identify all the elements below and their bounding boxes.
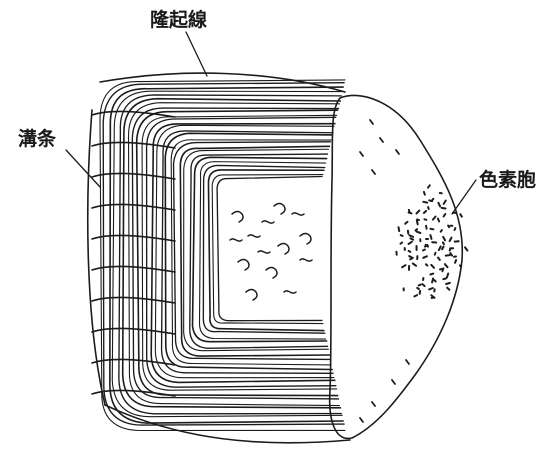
pigment-dot: [443, 242, 444, 244]
pigment-dot: [442, 247, 444, 250]
pigment-dot: [430, 235, 431, 239]
pigment-dot: [410, 238, 413, 239]
pigment-dot: [441, 230, 442, 232]
pigment-dot: [447, 274, 448, 278]
pigment-dot: [417, 220, 419, 221]
pigment-dot: [401, 243, 403, 244]
pigment-dot: [417, 288, 419, 289]
pigment-dot: [442, 268, 443, 271]
pigment-dot: [450, 253, 452, 256]
pigment-dot: [417, 220, 418, 224]
pigment-dot: [455, 228, 456, 230]
pigment-dot: [409, 210, 410, 212]
pigment-dot: [446, 283, 450, 284]
pigment-dot: [430, 229, 433, 230]
groove-label: 溝条: [18, 127, 57, 150]
pigment-dot: [423, 202, 427, 203]
pigment-dot: [416, 229, 418, 230]
pigment-dot: [424, 192, 425, 195]
pigment-dot: [450, 249, 451, 251]
pigment-dot: [448, 226, 449, 228]
pigment-dot: [460, 214, 462, 217]
pigment-dot: [443, 278, 446, 279]
pigment-dot: [460, 265, 461, 267]
pigment-dot: [425, 245, 428, 247]
pigment-dot: [432, 297, 434, 298]
pigment-dot: [428, 207, 429, 209]
pigment-dot: [426, 226, 427, 229]
pigment-dot: [424, 219, 426, 220]
pigment-dot: [409, 251, 411, 252]
pigment-dot: [417, 232, 421, 233]
pigment-dot: [409, 256, 412, 257]
pigment-dot: [401, 235, 403, 236]
pigment-dot: [423, 256, 427, 258]
pigment-dot: [423, 250, 425, 251]
chromatophore-label: 色素胞: [479, 168, 536, 191]
pigment-dot: [414, 295, 417, 296]
pigment-dot: [430, 274, 433, 275]
pigment-dot: [434, 280, 435, 281]
pigment-dot: [429, 288, 433, 289]
pigment-dot: [438, 219, 439, 222]
pigment-dot: [409, 213, 412, 214]
pigment-dot: [399, 227, 400, 231]
pigment-dot: [455, 260, 456, 263]
pigment-dot: [435, 253, 436, 255]
pigment-dot: [426, 264, 428, 265]
ridge-label: 隆起線: [150, 8, 207, 31]
pigment-dot: [444, 214, 446, 217]
pigment-dot: [432, 279, 433, 283]
pigment-dot: [419, 285, 421, 286]
pigment-dot: [432, 199, 433, 201]
pigment-dot: [446, 255, 450, 256]
pigment-dot: [442, 208, 446, 209]
